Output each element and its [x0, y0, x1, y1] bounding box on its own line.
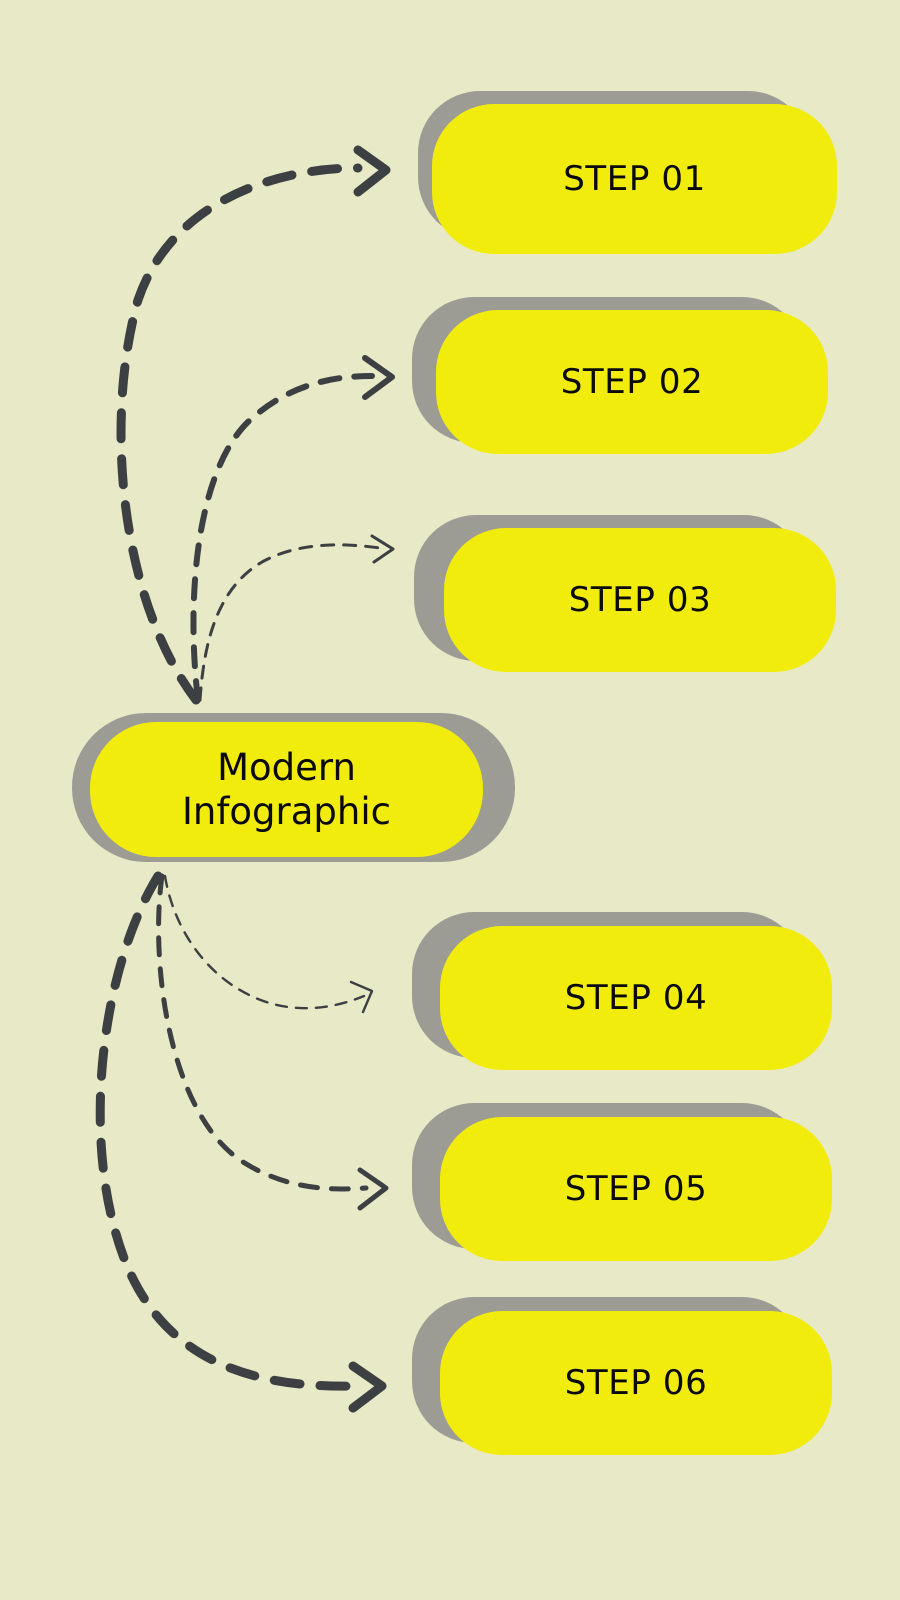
step-card-label: STEP 02 — [560, 362, 704, 402]
step-card-4[interactable]: STEP 04 — [412, 912, 837, 1072]
center-node-face: Modern Infographic — [90, 722, 483, 857]
connector-step-06 — [95, 871, 387, 1413]
step-card-label: STEP 01 — [563, 159, 706, 199]
step-card-label: STEP 03 — [568, 580, 712, 620]
step-card-face: STEP 02 — [436, 310, 828, 454]
connector-step-03 — [198, 534, 395, 702]
step-card-face: STEP 06 — [440, 1311, 832, 1455]
center-node[interactable]: Modern Infographic — [72, 713, 515, 862]
step-card-1[interactable]: STEP 01 — [418, 91, 838, 256]
step-card-label: STEP 04 — [564, 978, 708, 1018]
step-card-face: STEP 01 — [432, 104, 837, 254]
step-card-face: STEP 03 — [444, 528, 836, 672]
step-card-face: STEP 05 — [440, 1117, 832, 1261]
step-card-label: STEP 06 — [564, 1363, 708, 1403]
connector-step-04 — [163, 874, 374, 1014]
step-card-3[interactable]: STEP 03 — [414, 515, 839, 675]
connector-step-02 — [190, 355, 395, 703]
step-card-label: STEP 05 — [564, 1169, 708, 1209]
step-card-face: STEP 04 — [440, 926, 832, 1070]
step-card-2[interactable]: STEP 02 — [412, 297, 832, 457]
connector-step-05 — [156, 873, 389, 1211]
step-card-6[interactable]: STEP 06 — [412, 1297, 837, 1457]
step-card-5[interactable]: STEP 05 — [412, 1103, 837, 1263]
connector-step-01 — [116, 145, 391, 705]
center-node-title: Modern Infographic — [182, 745, 391, 833]
